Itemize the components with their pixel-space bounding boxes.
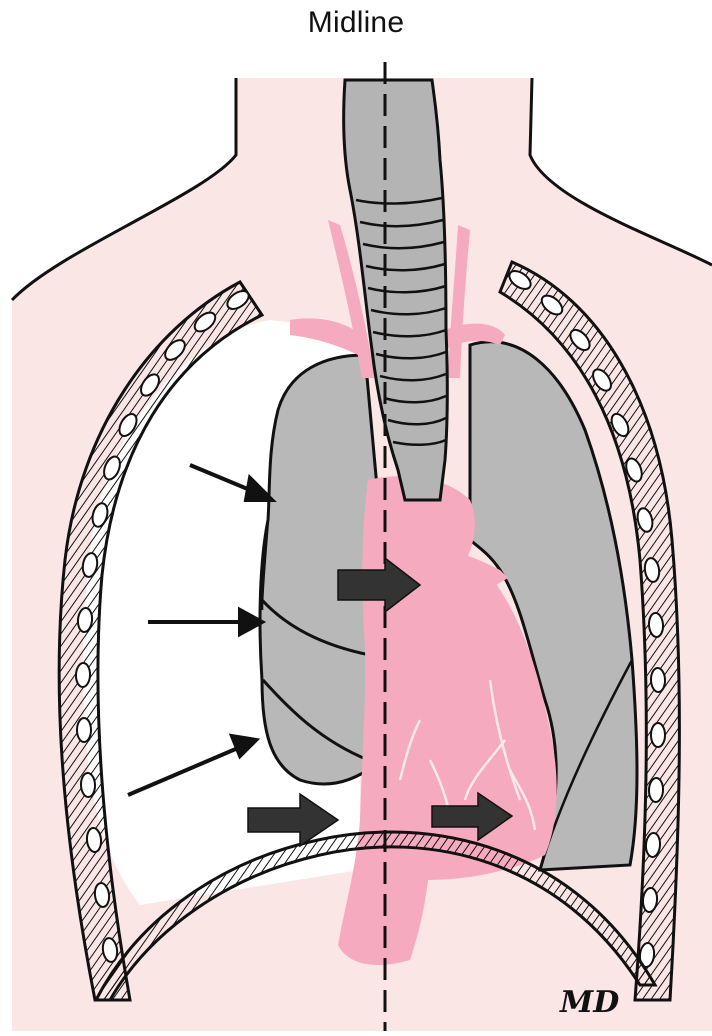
midline-label: Midline [0, 6, 712, 40]
artist-signature: MD [559, 985, 619, 1020]
